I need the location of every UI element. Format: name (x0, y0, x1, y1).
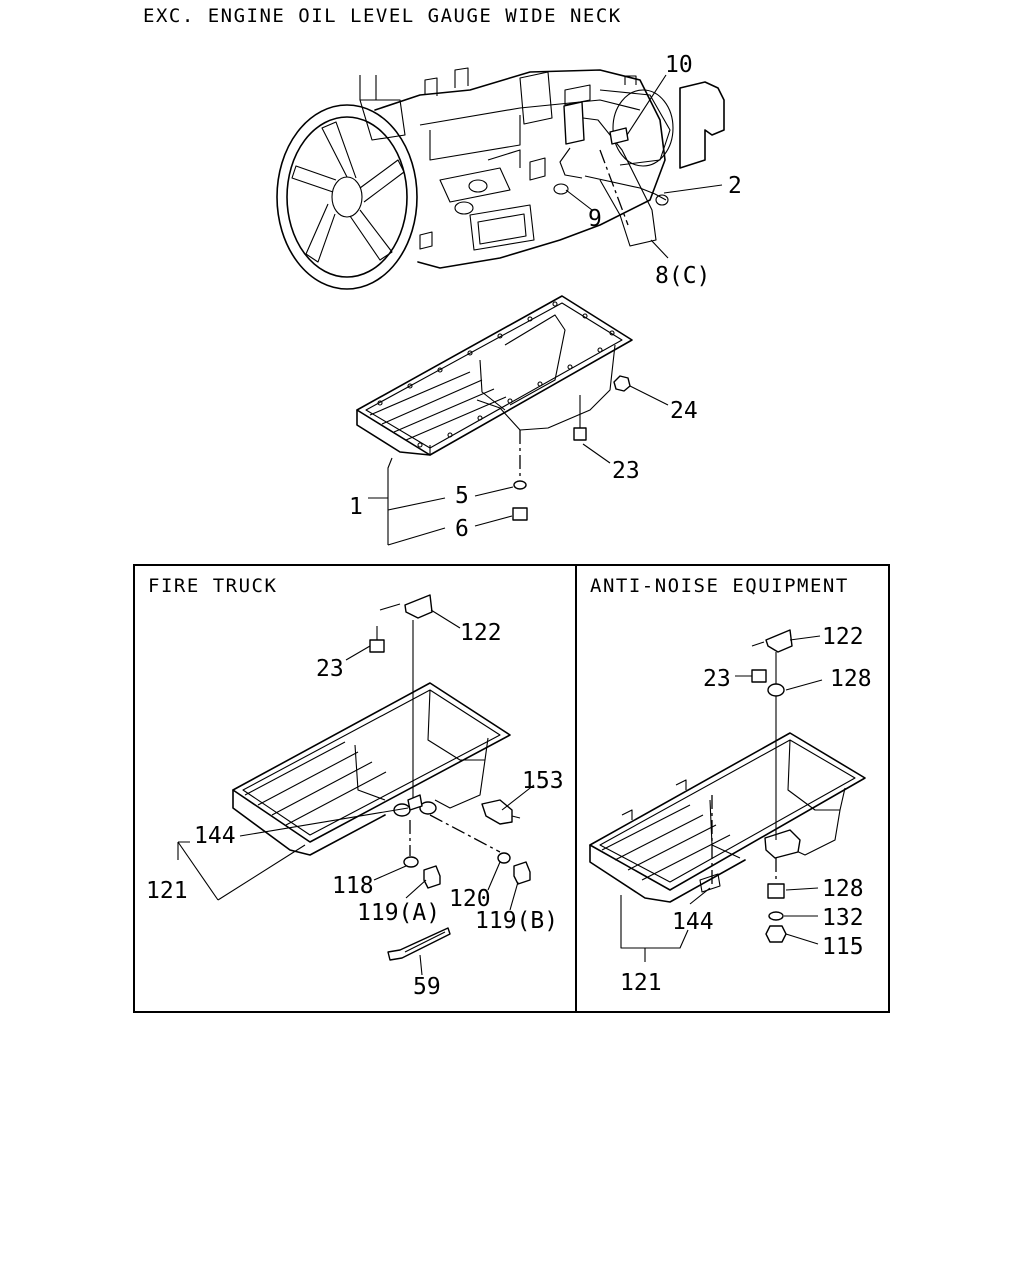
callout-5: 5 (455, 483, 469, 509)
gasket-holes (377, 301, 615, 448)
an-callout-128a: 128 (830, 666, 872, 692)
fire-truck-title: FIRE TRUCK (148, 575, 277, 597)
callout-10: 10 (665, 52, 693, 78)
callout-6: 6 (455, 516, 469, 542)
an-callout-144: 144 (672, 909, 714, 935)
top-leader-lines (565, 74, 723, 259)
ft-callout-119a: 119(A) (357, 900, 440, 926)
callout-2: 2 (728, 173, 742, 199)
an-callout-128b: 128 (822, 876, 864, 902)
fire-truck-pan (232, 594, 531, 961)
diagram-title: EXC. ENGINE OIL LEVEL GAUGE WIDE NECK (143, 5, 622, 27)
an-callout-23: 23 (703, 666, 731, 692)
anti-noise-title: ANTI-NOISE EQUIPMENT (590, 575, 849, 597)
ft-callout-23: 23 (316, 656, 344, 682)
callout-1: 1 (349, 494, 363, 520)
an-callout-121: 121 (620, 970, 662, 996)
callout-9: 9 (588, 206, 602, 232)
callout-8c: 8(C) (655, 263, 710, 289)
oil-pan-main (356, 295, 633, 521)
an-callout-132: 132 (822, 905, 864, 931)
an-callout-115: 115 (822, 934, 864, 960)
ft-callout-122: 122 (460, 620, 502, 646)
ft-callout-120: 120 (449, 886, 491, 912)
anti-noise-leader-lines (620, 635, 823, 962)
ft-callout-144: 144 (194, 823, 236, 849)
callout-24: 24 (670, 398, 698, 424)
anti-noise-pan (589, 629, 866, 943)
ft-callout-121: 121 (146, 878, 188, 904)
ft-callout-119b: 119(B) (475, 908, 558, 934)
ft-callout-118: 118 (332, 873, 374, 899)
pan-leader-lines (368, 385, 669, 546)
fire-truck-leader-lines (177, 609, 535, 976)
variants-frame (133, 564, 890, 1013)
callout-23: 23 (612, 458, 640, 484)
ft-callout-153: 153 (522, 768, 564, 794)
engine-illustration (276, 67, 725, 290)
ft-callout-59: 59 (413, 974, 441, 1000)
an-callout-122: 122 (822, 624, 864, 650)
